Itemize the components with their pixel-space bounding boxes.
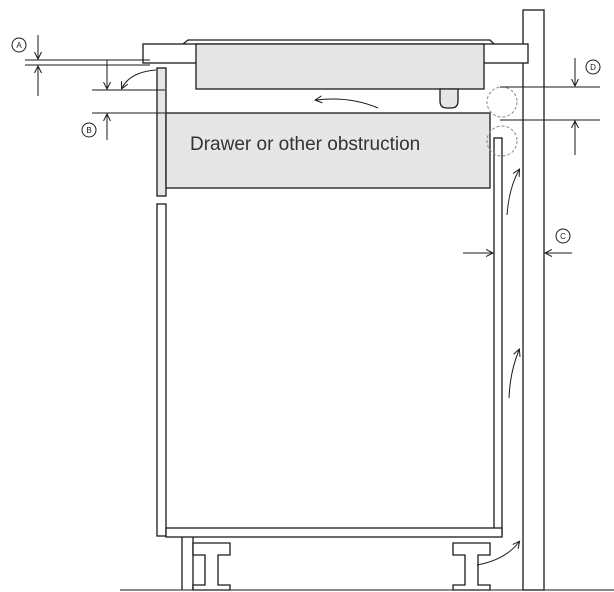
marker-a-label: A [16,41,22,50]
marker-b [81,122,97,138]
leg-left-outer [181,537,194,590]
clearance-circle-upper [486,86,518,118]
back-panel [493,137,503,535]
airflow-arrow-back-upper [506,170,519,216]
marker-b-label: B [86,126,91,135]
airflow-arrow-back-middle [508,350,519,399]
airflow-arrow-top [316,99,379,109]
marker-c [555,228,571,244]
airflow-arrow-bottom [476,542,519,566]
clearance-circle-lower [486,125,518,157]
marker-a [11,37,27,53]
front-panel-lower [156,203,167,537]
leg-left-foot [192,542,231,591]
appliance-connector [439,88,459,109]
cooktop-glass [182,39,495,45]
drawer [165,112,491,189]
marker-c-label: C [560,232,566,241]
leg-right-foot [452,542,491,591]
wall [522,9,545,591]
drawer-label: Drawer or other obstruction [190,134,420,155]
appliance-body [195,43,485,90]
front-panel-upper [156,67,167,197]
airflow-arrow-front [122,69,157,88]
marker-d-label: D [590,63,596,72]
cabinet-bottom [165,527,503,538]
marker-d [585,59,601,75]
